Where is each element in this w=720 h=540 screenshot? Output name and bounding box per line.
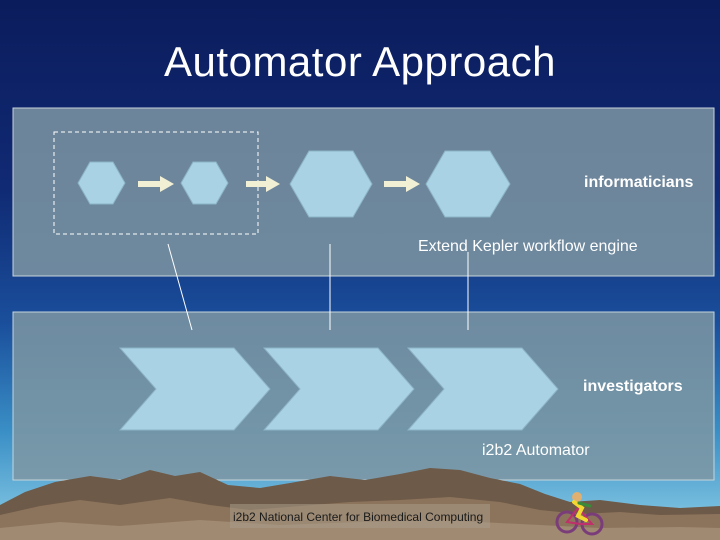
slide-title: Automator Approach bbox=[164, 38, 556, 85]
cyclist-icon bbox=[555, 492, 604, 536]
chevron-step-2 bbox=[262, 347, 415, 431]
kepler-caption: Extend Kepler workflow engine bbox=[418, 238, 638, 255]
small-hexagon-1 bbox=[77, 161, 126, 205]
automator-caption: i2b2 Automator bbox=[482, 442, 590, 459]
flow-arrow-1 bbox=[138, 176, 174, 192]
large-hexagon-2 bbox=[425, 150, 511, 218]
chevron-step-1 bbox=[118, 347, 271, 431]
flow-arrow-2 bbox=[246, 176, 280, 192]
mountain-landscape bbox=[0, 468, 720, 540]
flow-arrow-3 bbox=[384, 176, 420, 192]
small-hexagon-2 bbox=[180, 161, 229, 205]
informaticians-label: informaticians bbox=[584, 174, 694, 191]
investigators-label: investigators bbox=[583, 378, 683, 395]
large-hexagon-1 bbox=[289, 150, 373, 218]
connector-line-1 bbox=[167, 243, 193, 331]
footer-text: i2b2 National Center for Biomedical Comp… bbox=[233, 510, 484, 524]
chevron-step-3 bbox=[406, 347, 559, 431]
